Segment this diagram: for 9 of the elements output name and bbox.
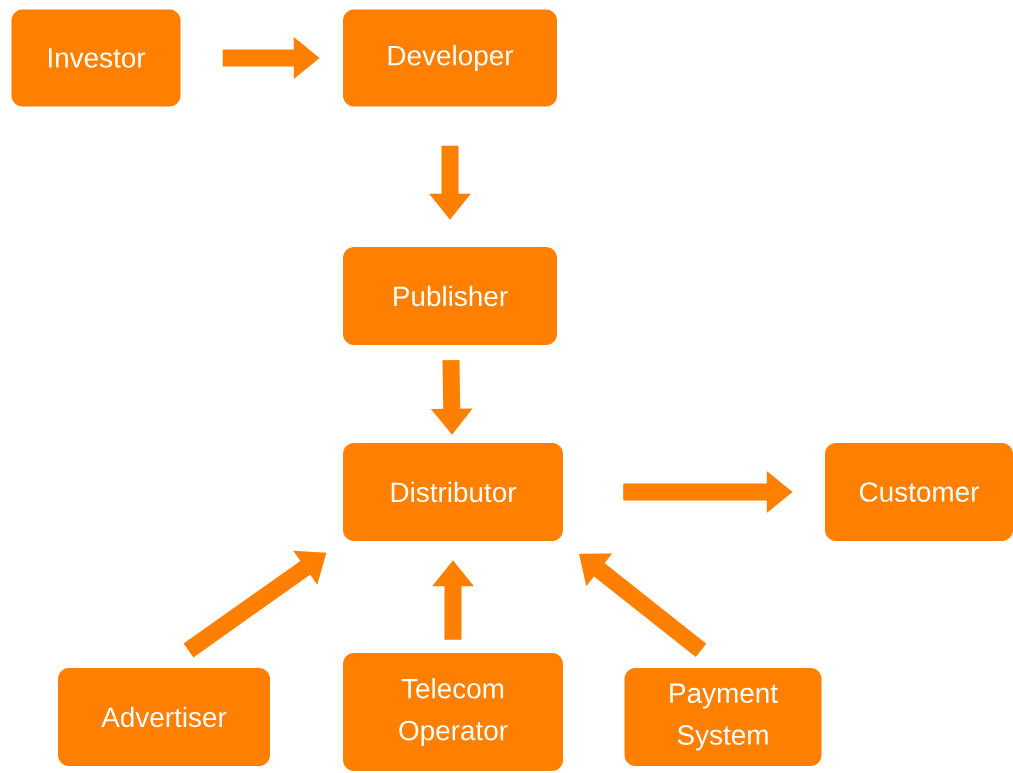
process-box: Telecom Operator (343, 653, 563, 771)
process-box: Customer (825, 443, 1013, 541)
process-box: Distributor (343, 443, 563, 541)
process-box: Advertiser (58, 668, 270, 766)
process-box: Investor (11, 9, 181, 107)
process-box: Developer (343, 9, 557, 107)
process-box: Payment System (624, 668, 822, 766)
block-arrow (579, 553, 707, 658)
process-box: Publisher (343, 247, 557, 345)
